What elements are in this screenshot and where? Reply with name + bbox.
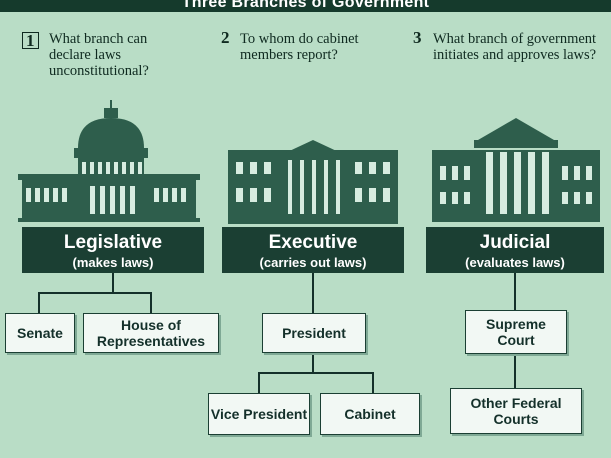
supreme-court-box: Supreme Court: [465, 310, 567, 354]
connector-vice-president: [258, 372, 260, 394]
connector-cabinet: [372, 372, 374, 394]
connector-supreme-down: [514, 353, 516, 389]
legislative-branch: Legislative (makes laws): [22, 227, 204, 273]
connector-legislative-down: [112, 273, 114, 293]
connector-president-down: [312, 353, 314, 373]
judicial-description: (evaluates laws): [465, 255, 565, 270]
house-box: House of Representatives: [83, 313, 219, 353]
connector-house: [150, 292, 152, 314]
cabinet-box: Cabinet: [320, 393, 420, 435]
question-1-text: What branch can declare laws unconstitut…: [49, 31, 149, 79]
supreme-court-icon: [432, 118, 600, 222]
connector-judicial-down: [514, 273, 516, 311]
senate-box: Senate: [5, 313, 75, 353]
judicial-branch: Judicial (evaluates laws): [426, 227, 604, 273]
question-3-number: 3: [413, 28, 422, 47]
diagram-title: Three Branches of Government: [181, 0, 430, 11]
legislative-description: (makes laws): [72, 255, 154, 270]
white-house-icon: [228, 140, 398, 224]
connector-senate: [38, 292, 40, 314]
legislative-name: Legislative: [63, 232, 163, 253]
judicial-name: Judicial: [479, 232, 551, 253]
connector-legislative-bar: [38, 292, 152, 294]
executive-name: Executive: [268, 232, 358, 253]
question-1-number: 1: [22, 32, 39, 49]
connector-executive-down: [312, 273, 314, 314]
question-2-number: 2: [221, 28, 230, 47]
capitol-building-icon: [18, 100, 200, 222]
connector-executive-bar: [258, 372, 374, 374]
vice-president-box: Vice President: [208, 393, 310, 435]
president-box: President: [262, 313, 366, 353]
executive-branch: Executive (carries out laws): [222, 227, 404, 273]
question-3: 3 What branch of government initiates an…: [0, 0, 611, 63]
question-3-text: What branch of government initiates and …: [433, 31, 597, 63]
question-2: 2 To whom do cabinet members report?: [0, 0, 611, 63]
title-bar: Three Branches of Government: [0, 0, 611, 12]
question-1: 1 What branch can declare laws unconstit…: [0, 0, 611, 79]
other-courts-box: Other Federal Courts: [450, 388, 582, 434]
executive-description: (carries out laws): [259, 255, 367, 270]
question-2-text: To whom do cabinet members report?: [240, 31, 359, 63]
